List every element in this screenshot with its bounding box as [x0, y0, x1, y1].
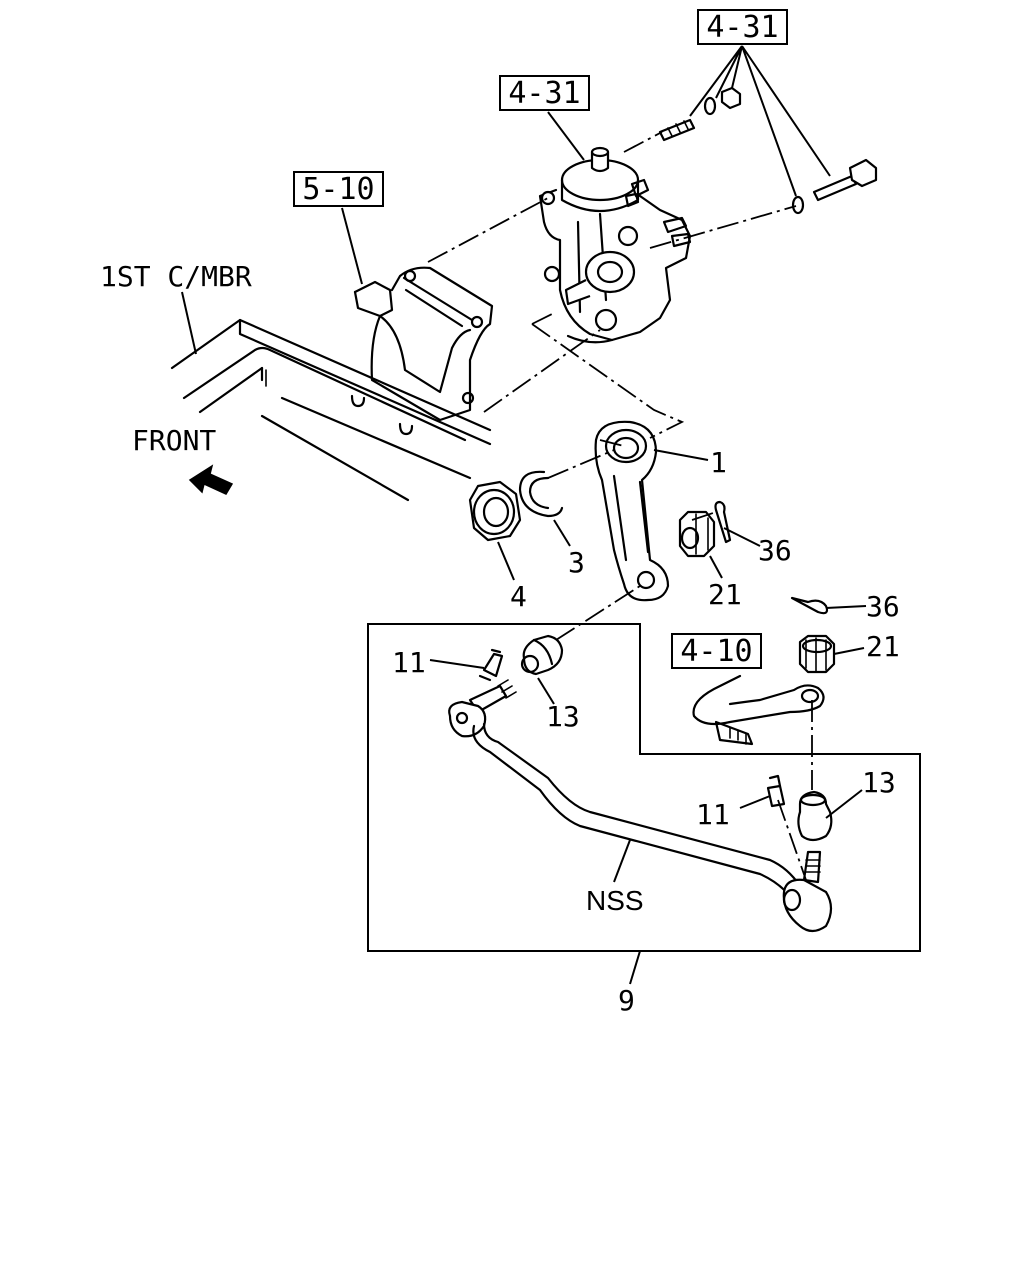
- steering-bracket: [353, 266, 494, 422]
- grease-nipple-left: [478, 648, 504, 682]
- ref-box-5-10: 5-10: [293, 171, 384, 207]
- ref-box-4-31-pump: 4-31: [499, 75, 590, 111]
- mounting-hardware: [658, 86, 878, 215]
- dust-boot-left: [520, 634, 564, 676]
- leader-lines: [181, 45, 867, 985]
- nss-label: NSS: [586, 885, 644, 916]
- crossmember-frame: [170, 318, 492, 502]
- pitman-arm: [594, 420, 670, 602]
- ref-box-5-10-label: 5-10: [302, 172, 374, 207]
- part-13-left-label: 13: [546, 700, 580, 733]
- dust-boot-right: [797, 790, 833, 842]
- cotter-pin-lower: [790, 596, 829, 615]
- part-13-right-label: 13: [862, 766, 896, 799]
- part-9-label: 9: [618, 984, 635, 1017]
- part-4-label: 4: [510, 580, 527, 613]
- part-21-upper-label: 21: [708, 578, 742, 611]
- crossmember-label: 1ST C/MBR: [100, 260, 252, 293]
- front-label: FRONT: [132, 424, 216, 457]
- pitman-nut: [468, 480, 522, 542]
- ref-box-4-10: 4-10: [671, 633, 762, 669]
- ball-stud-right: [802, 850, 822, 884]
- ref-box-4-31-pump-label: 4-31: [508, 76, 580, 111]
- steering-arm-ref: [692, 674, 825, 746]
- front-arrow-icon: [188, 464, 234, 495]
- castle-nut-lower: [798, 634, 836, 674]
- grease-nipple-right: [766, 774, 786, 808]
- snap-ring: [518, 470, 564, 518]
- steering-gear-box: [538, 146, 692, 344]
- part-11-left-label: 11: [392, 646, 426, 679]
- drag-link-rod: [448, 700, 833, 933]
- castle-nut-upper: [678, 510, 716, 558]
- cotter-pin-upper: [714, 500, 732, 544]
- ref-box-4-31-top: 4-31: [697, 9, 788, 45]
- part-36-upper-label: 36: [758, 534, 792, 567]
- alignment-lines: [427, 131, 813, 881]
- part-36-lower-label: 36: [866, 590, 900, 623]
- part-1-label: 1: [710, 446, 727, 479]
- drag-link-assembly-box: [367, 623, 921, 952]
- part-3-label: 3: [568, 546, 585, 579]
- part-11-right-label: 11: [696, 798, 730, 831]
- part-21-lower-label: 21: [866, 630, 900, 663]
- ref-box-4-31-top-label: 4-31: [706, 10, 778, 45]
- ref-box-4-10-label: 4-10: [680, 634, 752, 669]
